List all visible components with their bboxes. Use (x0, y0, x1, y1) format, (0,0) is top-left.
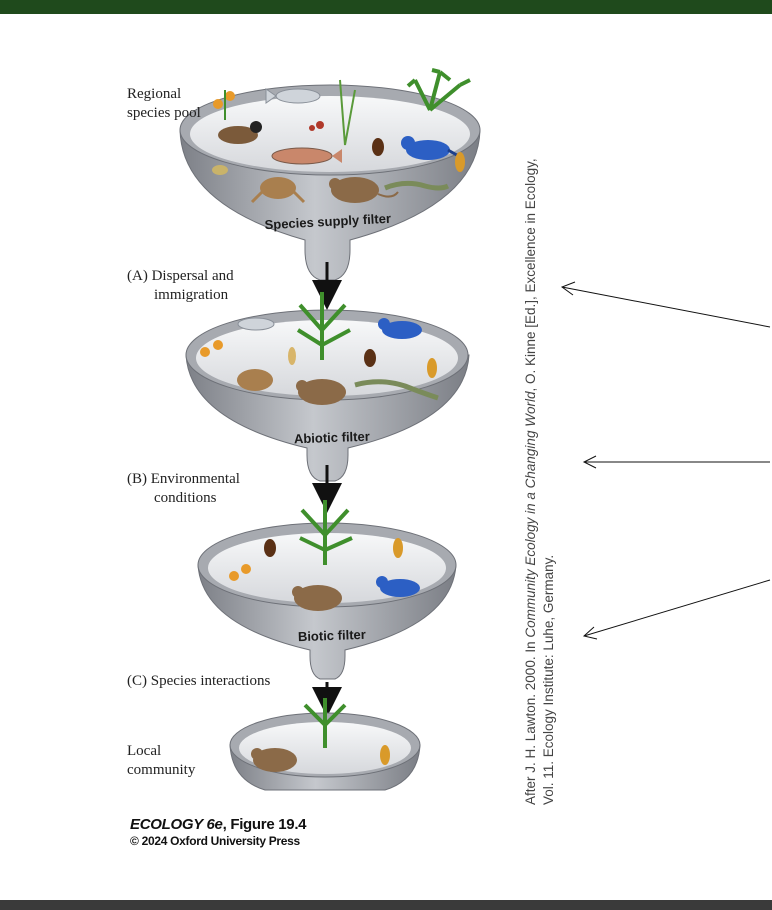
fern-icon (406, 68, 471, 112)
fern-icon (296, 292, 351, 360)
sparrow-icon (218, 121, 262, 144)
trout-icon (271, 147, 342, 165)
abiotic-organisms (200, 292, 439, 405)
wasp-icon (427, 358, 437, 378)
flower-icon (213, 90, 235, 120)
dispersal-label-line2: immigration (154, 287, 229, 303)
pointer-line-c (583, 579, 771, 637)
environmental-label-line1: (B) Environmental (127, 471, 240, 487)
source-line2: Vol. 11. Ecology Institute: Luhe, German… (541, 554, 556, 805)
wasp-icon (380, 745, 390, 765)
species-interactions-label: (C) Species interactions (127, 673, 271, 689)
beetle-icon (364, 349, 376, 367)
copyright-line: © 2024 Oxford University Press (130, 834, 300, 848)
biotic-filter-label: Biotic filter (298, 627, 366, 644)
bird-icon (401, 136, 463, 160)
pointer-head-a (560, 281, 576, 296)
figure-number: , Figure 19.4 (222, 816, 307, 833)
header-bar (0, 0, 772, 14)
larva-icon (288, 347, 296, 365)
fern-icon (299, 500, 353, 565)
fish-icon (265, 88, 321, 104)
frog-icon (250, 177, 306, 204)
wasp-icon (455, 152, 465, 172)
bird-icon (376, 576, 420, 597)
lizard-icon (354, 379, 439, 401)
abiotic-filter-label: Abiotic filter (294, 429, 370, 447)
pointer-line-a (561, 286, 771, 328)
biotic-organisms (229, 500, 420, 611)
figure-credit: ECOLOGY 6e, Figure 19.4 © 2024 Oxford Un… (130, 816, 307, 848)
flower-icon (200, 340, 223, 357)
local-community-organisms (251, 698, 390, 772)
bird-icon (378, 318, 422, 339)
wasp-icon (393, 538, 403, 558)
figure-caption: ECOLOGY 6e, Figure 19.4 (130, 816, 307, 833)
footer-bar (0, 900, 772, 910)
source-post: , O. Kinne [Ed.], Excellence in Ecology, (523, 158, 538, 392)
environmental-label-line2: conditions (154, 490, 217, 506)
source-line1: After J. H. Lawton. 2000. In Community E… (522, 65, 540, 805)
mouse-icon (296, 379, 346, 405)
grass-icon (339, 79, 356, 146)
ant-icon (309, 121, 324, 131)
lizard-icon (384, 180, 450, 191)
local-community-label: Local community (127, 743, 196, 778)
source-pre: After J. H. Lawton. 2000. In (523, 637, 538, 805)
beetle-icon (264, 539, 276, 557)
species-supply-filter-label: Species supply filter (264, 211, 391, 233)
dispersal-immigration-label: (A) Dispersal and immigration (127, 267, 287, 305)
fly-icon (212, 165, 228, 175)
dispersal-label-line1: (A) Dispersal and (127, 268, 234, 284)
fern-icon (303, 698, 347, 748)
pointer-head-b (582, 455, 597, 469)
species-supply-funnel: Species supply filter (179, 84, 481, 281)
mouse-icon (329, 177, 399, 203)
regional-species-pool-label: Regional species pool (127, 86, 201, 121)
regional-pool-organisms (212, 68, 471, 204)
fish-icon (237, 317, 275, 331)
figure-title: ECOLOGY 6e (130, 816, 223, 833)
pointer-head-c (582, 626, 598, 640)
flower-icon (229, 564, 251, 581)
source-book-title: Community Ecology in a Changing World (523, 391, 538, 638)
source-citation: After J. H. Lawton. 2000. In Community E… (522, 65, 558, 805)
mouse-icon (251, 748, 297, 772)
environmental-conditions-label: (B) Environmental conditions (127, 470, 287, 508)
mouse-icon (292, 585, 342, 611)
frog-icon (237, 369, 273, 391)
beetle-icon (372, 138, 384, 156)
